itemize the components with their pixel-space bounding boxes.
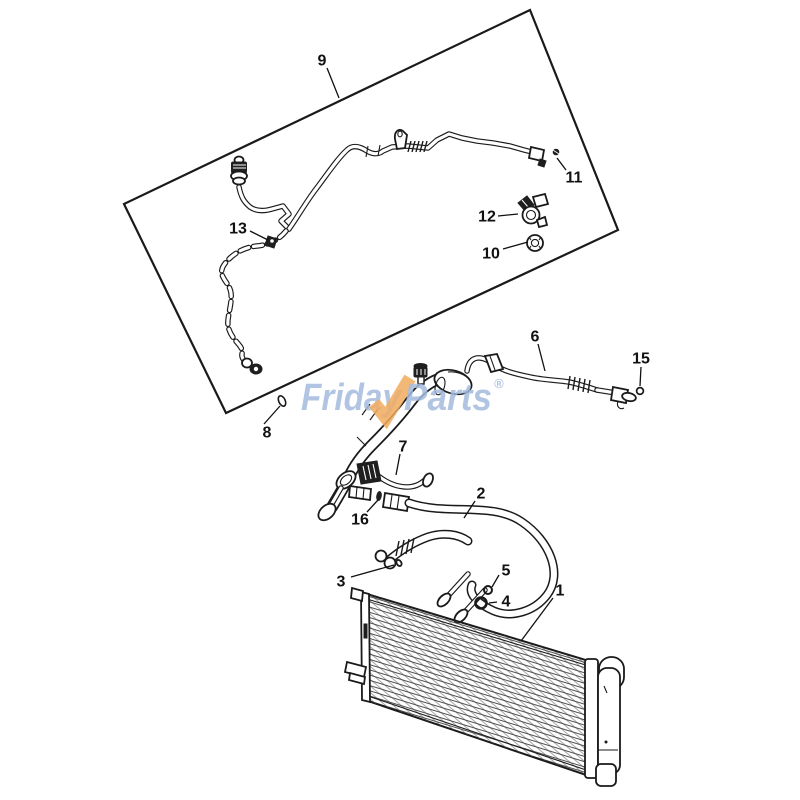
part-label-16: 16 (351, 512, 369, 529)
screw-11 (552, 148, 560, 156)
watermark: Friday Parts ® (301, 374, 504, 430)
leader-line-13 (249, 230, 269, 241)
oring-5 (483, 585, 493, 595)
bracket (393, 128, 408, 150)
condenser-1 (343, 586, 625, 787)
part-label-15: 15 (632, 351, 650, 368)
hose6-end-fitting (609, 385, 637, 410)
condenser-right-tank (584, 658, 599, 779)
part-label-8: 8 (263, 425, 272, 442)
condenser-core-crosshatch (367, 594, 589, 776)
tube9-right-fitting (527, 145, 547, 168)
valve-12 (517, 192, 550, 229)
condenser-top-bracket (350, 586, 364, 603)
part-label-9: 9 (318, 53, 327, 70)
leader-line-10 (502, 241, 529, 250)
part-label-13: 13 (229, 221, 247, 238)
leader-line-6 (537, 343, 546, 372)
clamp-3 (374, 549, 403, 570)
leader-line-2 (463, 500, 476, 519)
cap-10 (526, 234, 544, 252)
watermark-text-right: Parts (404, 377, 492, 419)
clip-13 (264, 235, 278, 249)
manifold-branch (348, 484, 411, 513)
leader-line-15 (639, 366, 642, 387)
part-label-5: 5 (502, 563, 511, 580)
hose2-fitting-a (436, 571, 471, 608)
hose-2 (384, 498, 559, 624)
leader-line-1 (520, 597, 554, 642)
leader-line-12 (497, 213, 519, 217)
muffler (433, 368, 473, 396)
leader-line-5 (491, 574, 500, 588)
leader-line-8 (263, 405, 281, 425)
receiver-drier (597, 667, 621, 775)
leader-line-3 (350, 564, 395, 578)
frame-box (122, 8, 620, 415)
part-label-7: 7 (399, 439, 408, 456)
leader-line-11 (556, 157, 567, 171)
seal-16 (376, 491, 382, 501)
part-label-11: 11 (566, 170, 583, 187)
part-label-10: 10 (482, 246, 500, 263)
part-label-4: 4 (502, 594, 511, 611)
hose6-ribs (567, 375, 591, 394)
receiver-drier-foot (595, 763, 617, 787)
thread-ticks (407, 140, 428, 153)
condenser-left-header (360, 590, 371, 704)
oring-8 (277, 395, 287, 407)
part-label-12: 12 (478, 209, 496, 226)
part-label-3: 3 (337, 574, 346, 591)
leader-line-9 (326, 67, 340, 99)
watermark-reg-mark: ® (494, 376, 504, 391)
tube-7 (356, 460, 434, 490)
part-label-2: 2 (477, 486, 486, 503)
tube-assembly-9 (218, 128, 560, 375)
condenser-pipe-stub-2 (347, 671, 367, 686)
hose2-crimp-ribs (395, 537, 415, 557)
leader-line-16 (366, 499, 379, 513)
tube9-end-fitting (241, 357, 263, 375)
suction-hose-assembly (317, 363, 473, 522)
oring-15 (635, 386, 645, 396)
hose-6 (464, 352, 637, 410)
oring-4 (474, 596, 488, 610)
leader-line-4 (488, 601, 498, 604)
cap-fitting (230, 155, 248, 186)
watermark-check-icon (368, 374, 416, 430)
elbow-fitting (317, 470, 357, 522)
part-label-1: 1 (556, 583, 565, 600)
leader-line-7 (395, 453, 401, 476)
valve-stem (413, 363, 428, 385)
part-label-6: 6 (531, 329, 540, 346)
